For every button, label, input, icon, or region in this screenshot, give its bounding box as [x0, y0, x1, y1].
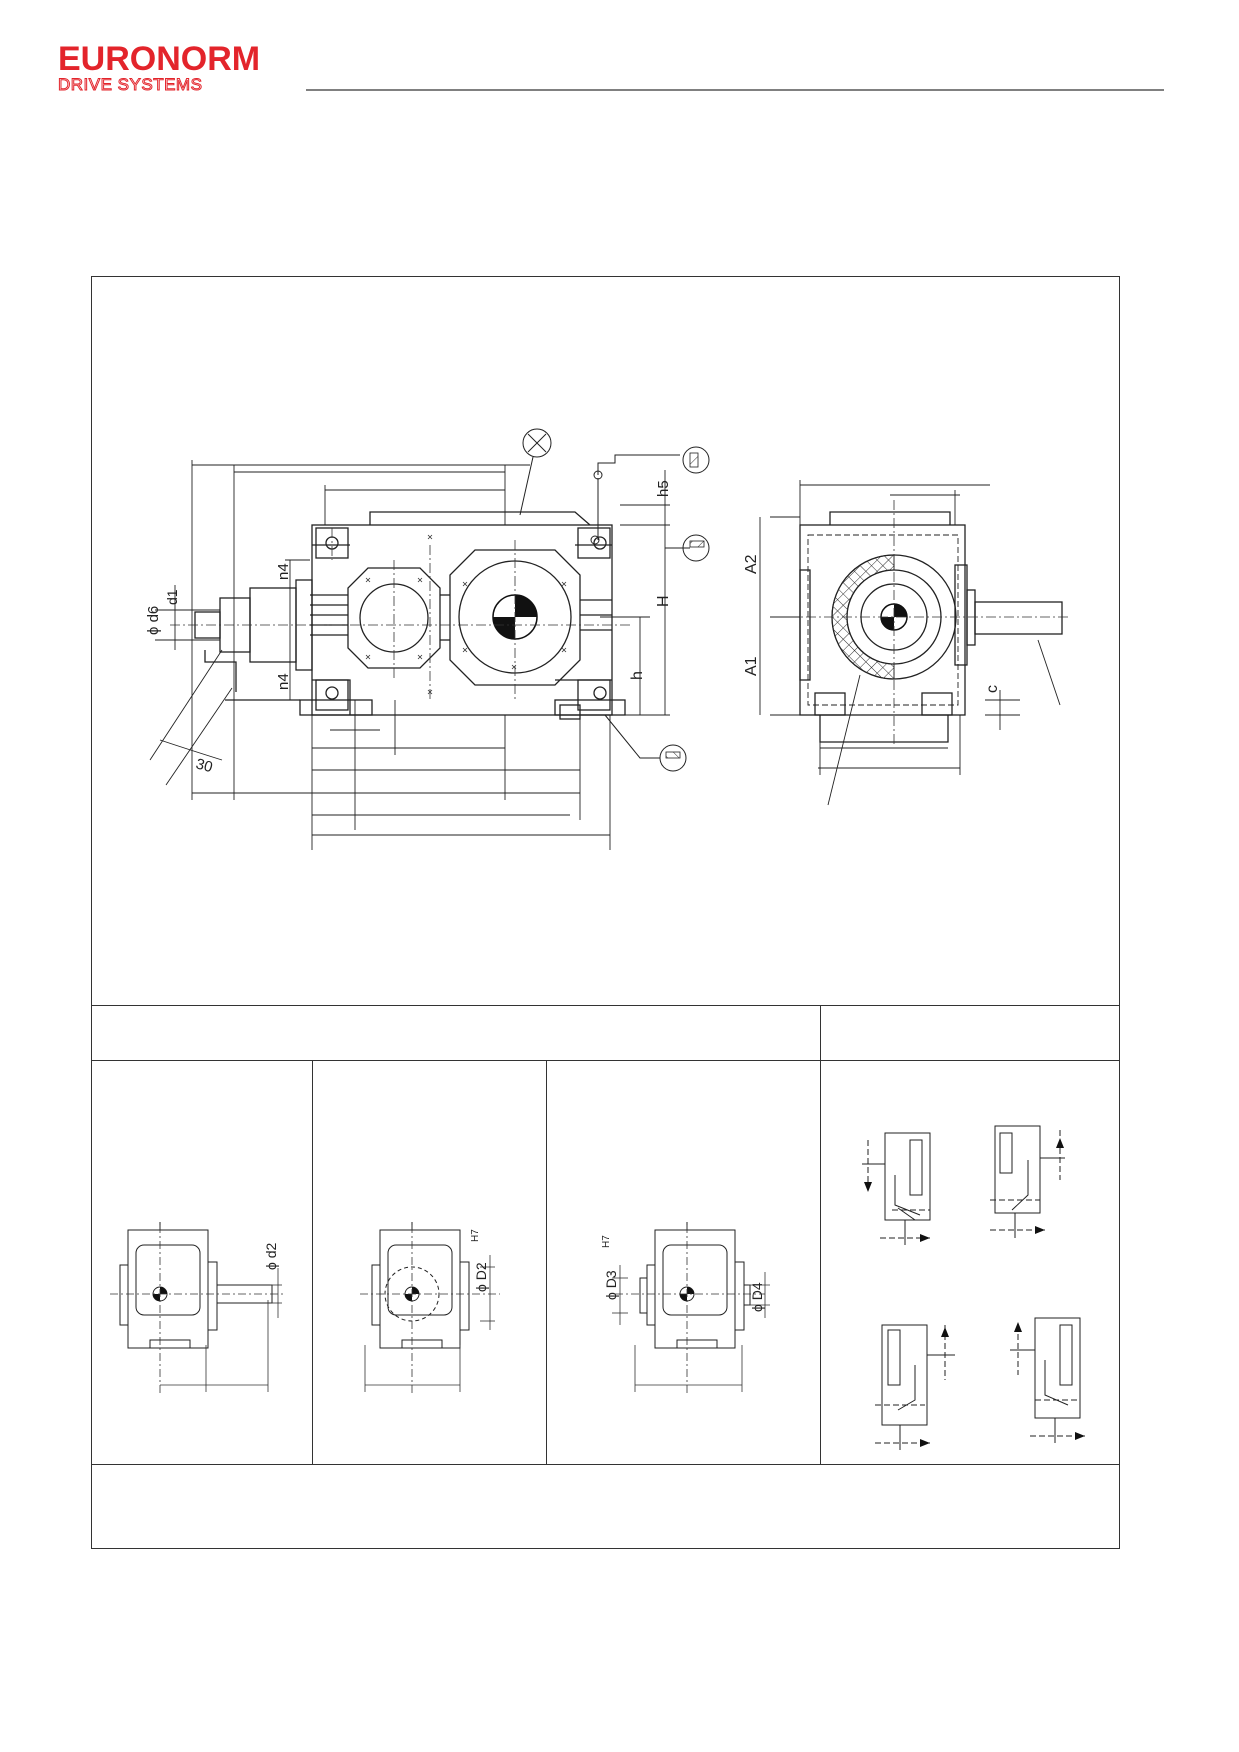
main-labels: ϕ d6 d1 n4 n4 h5 H h 30 [145, 480, 672, 776]
frame-divider-bottom [91, 1464, 1120, 1465]
variant-view-3 [639, 1222, 751, 1349]
label-H: H [655, 595, 672, 607]
label-c: c [984, 685, 1001, 693]
cell-divider-3 [820, 1005, 821, 1464]
cell-divider-1 [312, 1060, 313, 1464]
label-v3-tol: H7 [601, 1235, 612, 1248]
brand-logo: EURONORM DRIVE SYSTEMS [58, 40, 261, 94]
dimension-lines-end [759, 480, 1061, 806]
header-rule [306, 89, 1164, 91]
label-n4-bottom: n4 [275, 673, 292, 690]
label-v3-D3: ϕ D3 [603, 1270, 619, 1300]
label-d1: d1 [164, 589, 180, 605]
brand-tagline: DRIVE SYSTEMS [58, 75, 203, 94]
cell-divider-2 [546, 1060, 547, 1464]
label-h: h [629, 671, 646, 680]
label-v3-D4: ϕ D4 [749, 1282, 765, 1312]
label-v2-D2: ϕ D2 [473, 1262, 489, 1292]
label-a1: A1 [743, 656, 760, 676]
rotation-schematics [862, 1125, 1085, 1450]
drawing-frame [91, 276, 1120, 1549]
end-view-hatch-2 [832, 555, 894, 679]
callouts-main [519, 428, 710, 772]
label-v1-d2: ϕ d2 [263, 1242, 279, 1270]
label-a2: A2 [743, 554, 760, 574]
bolt-marks-main [365, 534, 567, 695]
variant-view-1 [119, 1222, 273, 1349]
label-v2-tol: H7 [470, 1229, 481, 1242]
variant-view-2 [371, 1222, 470, 1349]
label-d6: ϕ d6 [145, 606, 162, 635]
end-labels: A2 A1 c [743, 554, 1001, 693]
callout-icons [665, 452, 705, 759]
label-n4-top: n4 [275, 563, 292, 580]
frame-divider-top [91, 1005, 1120, 1006]
dimension-lines-main [149, 460, 670, 850]
label-h5: h5 [655, 480, 672, 497]
frame-divider-mid [91, 1060, 1120, 1061]
label-angle: 30 [194, 755, 215, 776]
rotation-arrows [864, 1138, 1085, 1447]
brand-name: EURONORM [58, 40, 261, 78]
side-view [194, 511, 626, 720]
